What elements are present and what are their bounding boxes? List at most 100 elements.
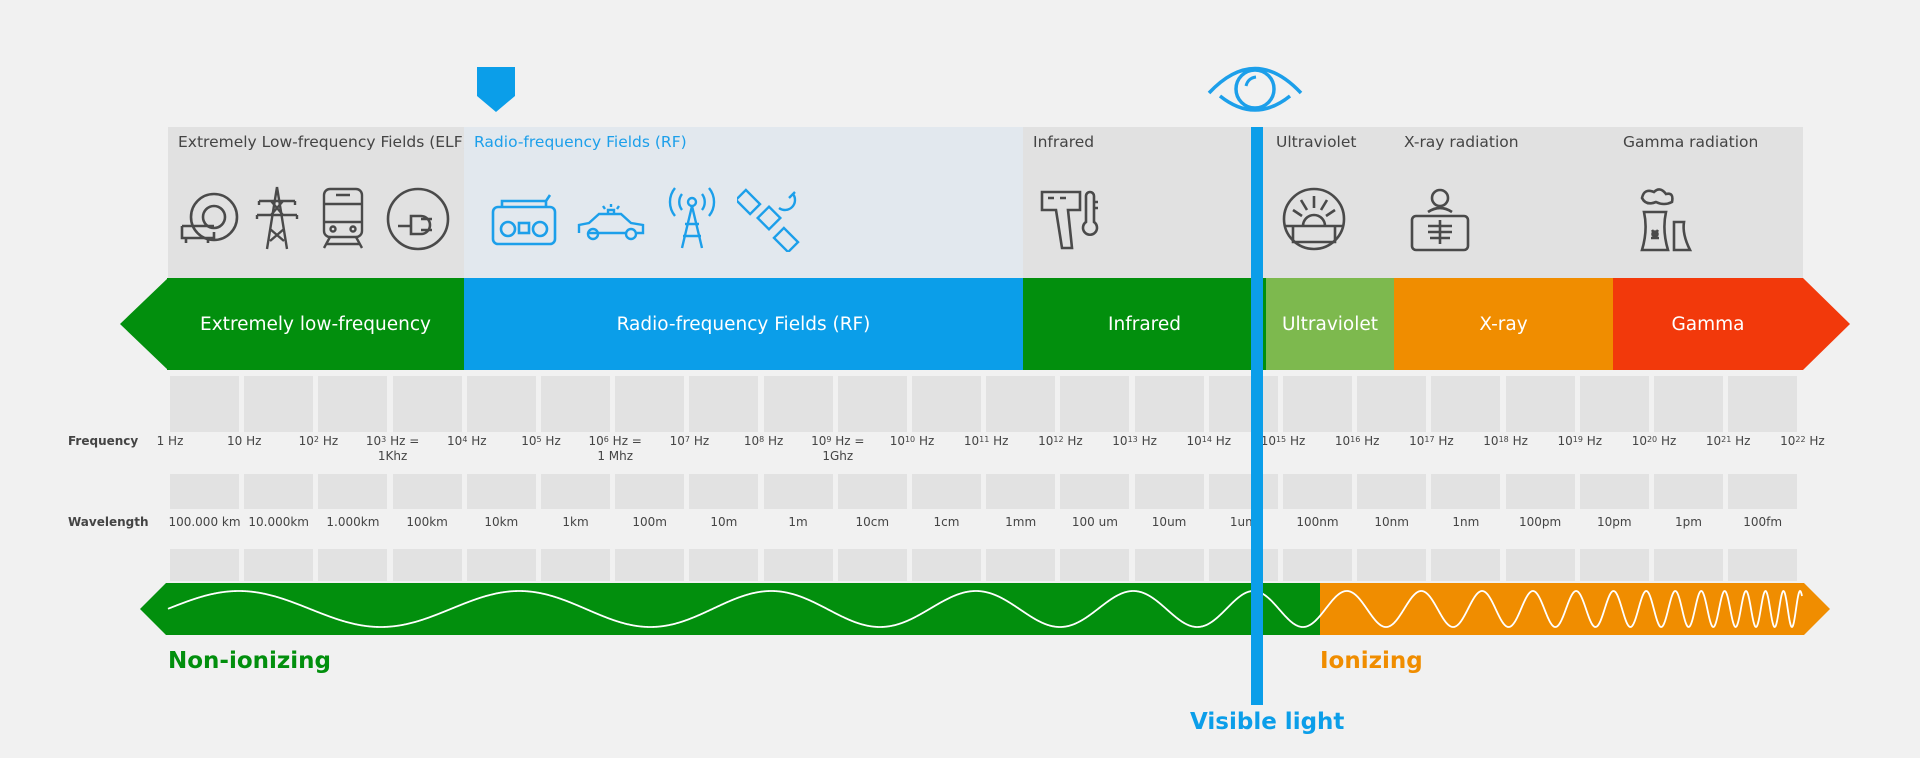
scale-cell — [1654, 549, 1723, 581]
radio-tower-icon — [668, 187, 716, 249]
scale-cell — [1134, 376, 1204, 432]
mri-scanner-icon — [180, 192, 239, 243]
scale-cell — [986, 549, 1056, 581]
scale-cell — [244, 376, 314, 432]
wavelength-tick: 100km — [406, 515, 448, 529]
category-label-rf: Radio-frequency Fields (RF) — [474, 133, 687, 151]
scale-cell — [1431, 474, 1501, 509]
category-label-gamma: Gamma radiation — [1623, 133, 1759, 151]
frequency-tick: 107 Hz — [669, 434, 710, 448]
scale-cell — [689, 376, 759, 432]
scale-cell — [1505, 549, 1575, 581]
frequency-tick: 106 Hz =1 Mhz — [588, 434, 642, 463]
wavelength-tick: 10m — [710, 515, 738, 529]
power-pylon-icon — [255, 186, 299, 250]
visible-light-line — [1251, 127, 1263, 705]
scale-cell — [1431, 549, 1501, 581]
scale-cell — [1283, 376, 1352, 432]
visible-light-label: Visible light — [1190, 709, 1345, 735]
scale-cell — [466, 474, 536, 509]
wavelength-tick: 10cm — [855, 515, 890, 529]
scale-cell — [1134, 474, 1204, 509]
category-label-uv: Ultraviolet — [1276, 133, 1357, 151]
category-label-infrared: Infrared — [1033, 133, 1095, 151]
scale-cell — [912, 376, 981, 432]
scale-cell — [1134, 549, 1204, 581]
frequency-tick: 1011 Hz — [963, 434, 1009, 448]
wavelength-tick: 1.000km — [326, 515, 380, 529]
scale-cell — [1505, 474, 1575, 509]
frequency-tick: 104 Hz — [447, 434, 487, 448]
frequency-tick: 102 Hz — [298, 434, 339, 448]
wavelength-tick: 10km — [484, 515, 519, 529]
category-panel-xray: X-ray radiation — [1394, 127, 1613, 278]
scale-cell — [763, 376, 833, 432]
scale-cell — [615, 376, 685, 432]
scale-cell — [615, 549, 685, 581]
spectrum-band-arrows — [120, 278, 1850, 370]
scale-cell — [1060, 376, 1130, 432]
scale-cell — [1579, 549, 1649, 581]
frequency-tick: 1018 Hz — [1483, 434, 1528, 448]
scale-cell — [763, 549, 833, 581]
scale-cell — [318, 549, 388, 581]
scale-cell — [466, 549, 536, 581]
frequency-tick: 10 Hz — [226, 434, 262, 448]
scale-cell — [1060, 474, 1130, 509]
frequency-tick: 1012 Hz — [1038, 434, 1083, 448]
scale-cell — [1208, 549, 1278, 581]
scale-cell — [1357, 376, 1427, 432]
scale-cell — [1654, 376, 1723, 432]
frequency-tick: 105 Hz — [521, 434, 561, 448]
scale-cell — [615, 474, 685, 509]
scale-cell — [392, 549, 462, 581]
scale-cell — [1208, 474, 1278, 509]
scale-cell — [763, 474, 833, 509]
frequency-tick: 1017 Hz — [1409, 434, 1454, 448]
wavelength-tick: 10nm — [1374, 515, 1409, 529]
frequency-tick: 109 Hz =1Ghz — [811, 434, 865, 463]
scale-cell — [1728, 376, 1798, 432]
scale-cell — [837, 549, 907, 581]
category-label-elf: Extremely Low-frequency Fields (ELF) — [178, 133, 469, 151]
band-gamma: Gamma — [1613, 278, 1803, 370]
category-panel-elf: Extremely Low-frequency Fields (ELF) — [168, 127, 469, 278]
category-panel-infrared: Infrared — [1023, 127, 1266, 278]
wavelength-tick: 1pm — [1675, 515, 1702, 529]
scale-cell — [912, 549, 981, 581]
non-ionizing-label: Non-ionizing — [168, 648, 332, 674]
scale-cell — [1208, 376, 1278, 432]
band-infrared: Infrared — [1023, 278, 1266, 370]
wavelength-tick: 1m — [788, 515, 808, 529]
scale-cell — [837, 376, 907, 432]
wavelength-tick: 1mm — [1005, 515, 1037, 529]
category-panel-uv: Ultraviolet — [1266, 127, 1394, 278]
scale-cell — [318, 376, 388, 432]
scale-cell — [1060, 549, 1130, 581]
band-elf: Extremely low-frequency — [167, 278, 464, 370]
scale-cell — [837, 474, 907, 509]
scale-cell — [986, 376, 1056, 432]
frequency-tick: 1 Hz — [156, 434, 184, 448]
scale-cell — [689, 549, 759, 581]
scale-cell — [392, 376, 462, 432]
nuclear-plant-icon — [1640, 188, 1693, 252]
frequency-row-label: Frequency — [68, 434, 139, 448]
scale-cell — [392, 474, 462, 509]
marker-pentagon-icon — [477, 67, 515, 112]
band-xray: X-ray — [1394, 278, 1613, 370]
wavelength-tick: 1cm — [933, 515, 960, 529]
wavelength-tick: 1km — [562, 515, 589, 529]
scale-cell — [170, 549, 239, 581]
scale-cell — [1579, 474, 1649, 509]
scale-cell — [1728, 549, 1798, 581]
wave-band — [140, 583, 1830, 635]
scale-cell — [1283, 549, 1352, 581]
power-plug-icon — [386, 187, 450, 251]
frequency-tick: 1019 Hz — [1557, 434, 1603, 448]
frequency-tick: 1013 Hz — [1112, 434, 1157, 448]
wavelength-tick: 1um — [1229, 515, 1257, 529]
wavelength-tick: 100m — [632, 515, 667, 529]
wavelength-tick: 10pm — [1597, 515, 1632, 529]
wavelength-tick: 1nm — [1452, 515, 1480, 529]
